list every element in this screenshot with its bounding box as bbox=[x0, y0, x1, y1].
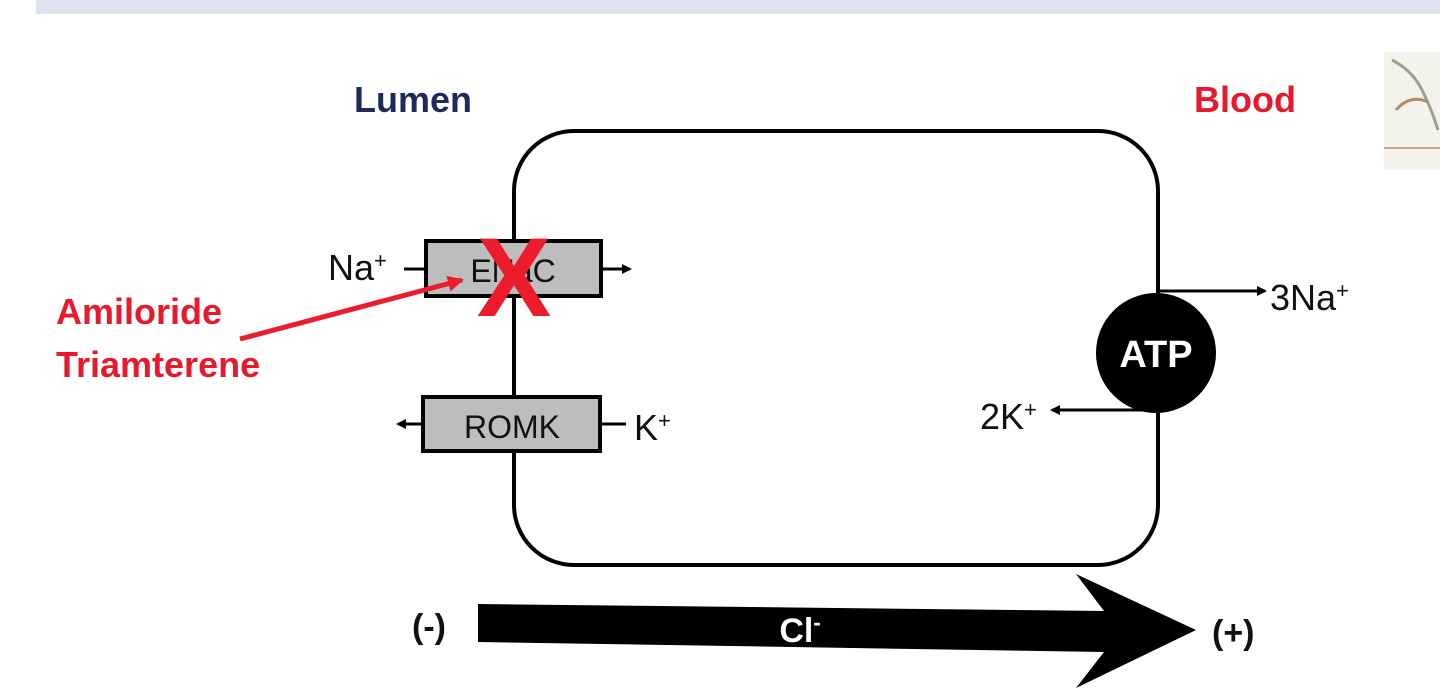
block-x-mark: X bbox=[477, 215, 552, 340]
cl-ion-label: Cl- bbox=[779, 610, 820, 650]
enac-label: ENaC bbox=[470, 253, 555, 289]
chloride-gradient-arrow: Cl- bbox=[478, 574, 1196, 688]
na-ion-label: Na+ bbox=[328, 247, 387, 288]
top-band bbox=[36, 0, 1440, 14]
drug-amiloride: Amiloride bbox=[56, 291, 222, 332]
k-ion-label: K+ bbox=[634, 407, 671, 448]
positive-sign-label: (+) bbox=[1212, 614, 1255, 652]
drug-arrow bbox=[239, 275, 464, 342]
atp-label: ATP bbox=[1119, 334, 1192, 376]
romk-channel: ROMK bbox=[396, 395, 626, 453]
lumen-label: Lumen bbox=[354, 79, 472, 120]
three-na-label: 3Na+ bbox=[1270, 277, 1349, 318]
drug-triamterene: Triamterene bbox=[56, 344, 260, 385]
atp-pump: ATP bbox=[1050, 286, 1267, 415]
logo-icon bbox=[1384, 52, 1440, 170]
two-k-label: 2K+ bbox=[980, 396, 1037, 437]
cell-membrane bbox=[512, 129, 1160, 567]
negative-sign-label: (-) bbox=[412, 608, 446, 646]
romk-label: ROMK bbox=[464, 409, 560, 445]
blood-label: Blood bbox=[1194, 79, 1296, 120]
